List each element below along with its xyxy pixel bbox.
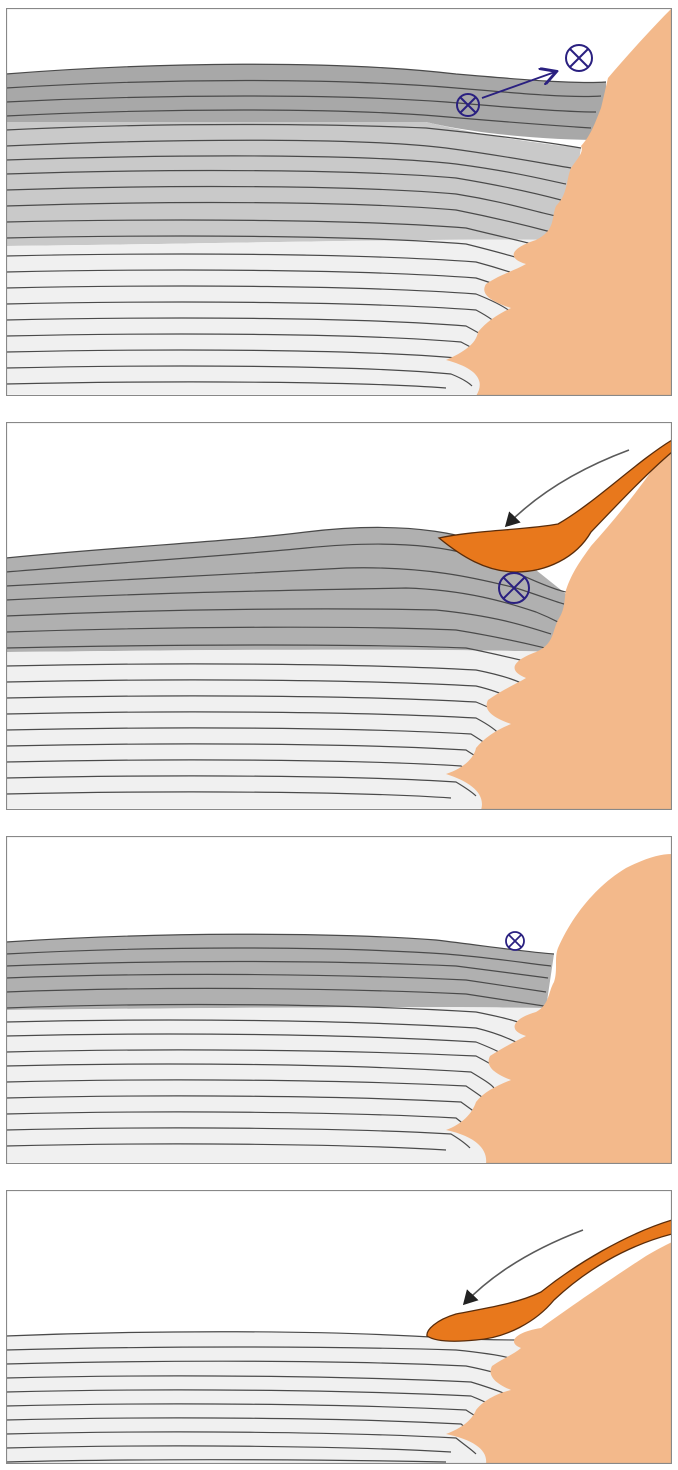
diagram-panel-4 bbox=[6, 1190, 672, 1464]
curved-arrow bbox=[464, 1230, 583, 1304]
panel-1-drawing bbox=[6, 8, 672, 396]
diagram-panel-3 bbox=[6, 836, 672, 1164]
light-layer-band bbox=[6, 1332, 526, 1464]
panel-2-drawing bbox=[6, 422, 672, 810]
circle-x-marker bbox=[506, 932, 524, 950]
dark-layer-band bbox=[6, 934, 554, 1010]
circle-x-marker-2 bbox=[566, 45, 592, 71]
panel-3-drawing bbox=[6, 836, 672, 1164]
panel-4-drawing bbox=[6, 1190, 672, 1464]
layer-stack bbox=[6, 1332, 526, 1464]
diagram-panel-2 bbox=[6, 422, 672, 810]
diagram-panel-1 bbox=[6, 8, 672, 396]
light-layer-band bbox=[6, 1007, 546, 1162]
